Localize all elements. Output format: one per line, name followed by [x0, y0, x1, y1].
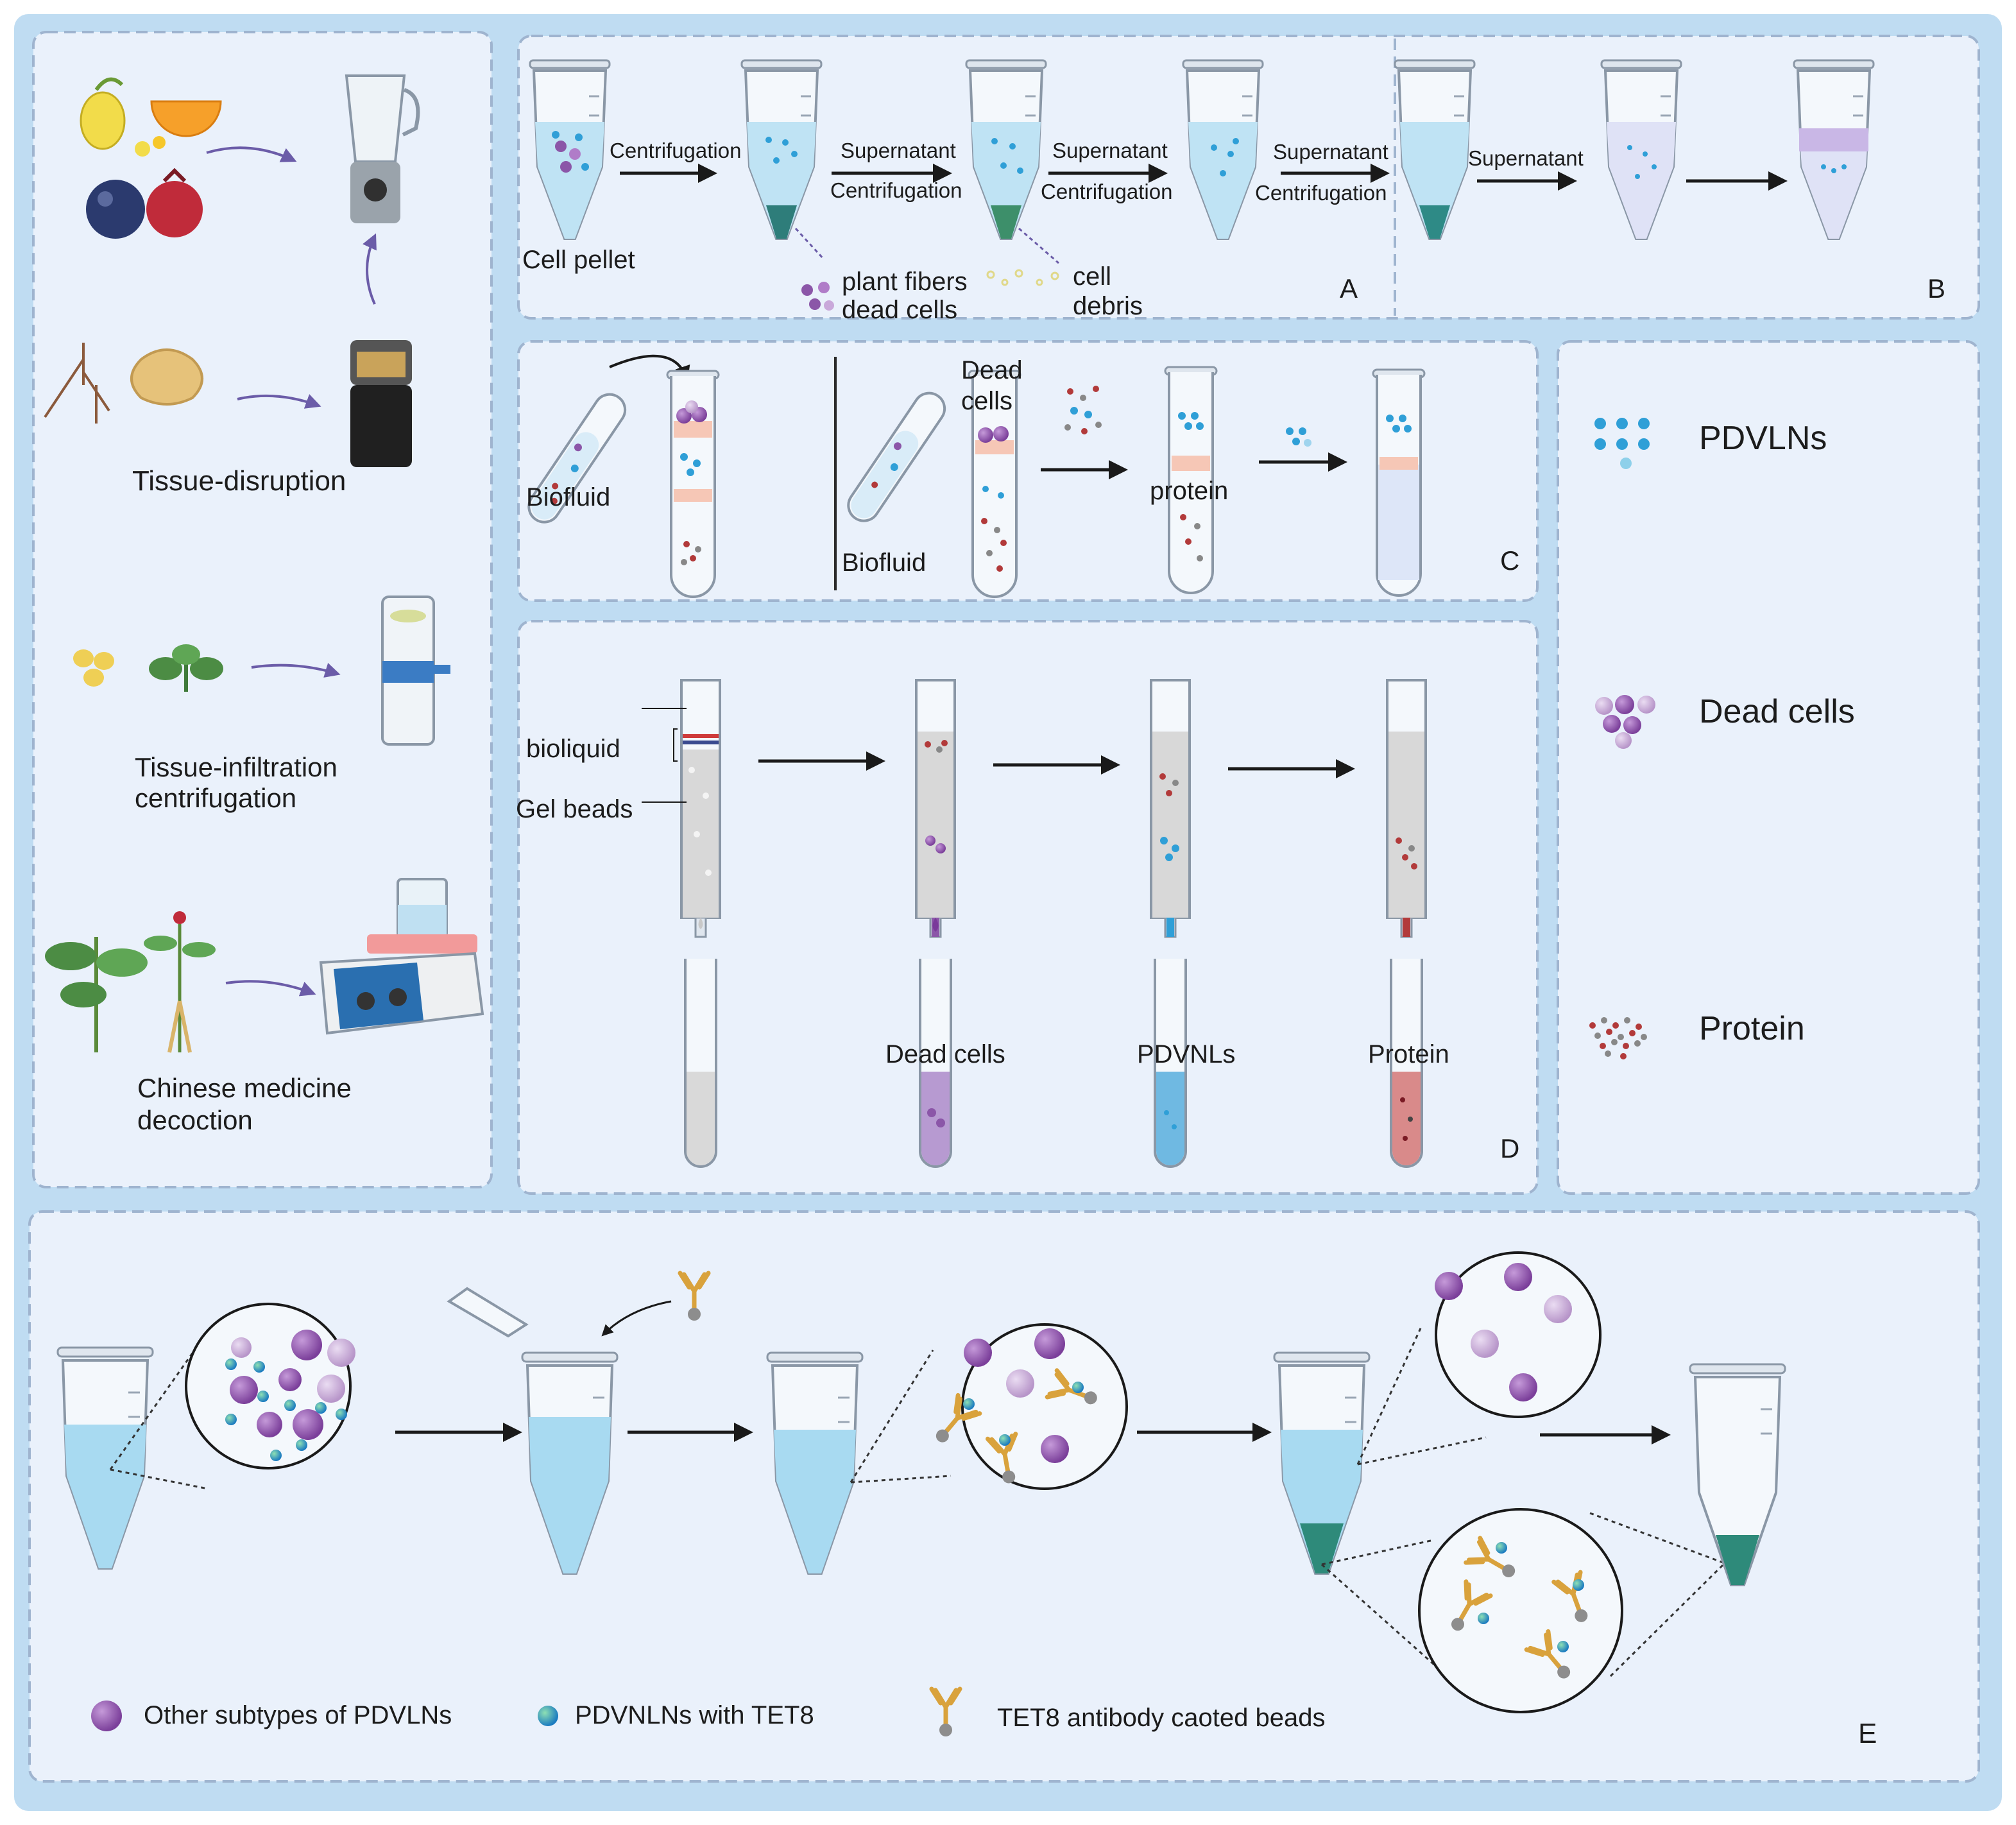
grinder-icon: [350, 340, 412, 467]
panel-e-labels: Other subtypes of PDVLNs PDVNLNs with TE…: [144, 1701, 1877, 1749]
seeds-leaves-icon: [73, 644, 223, 692]
panel-d-columns: [642, 679, 1427, 938]
panel-a-letter: A: [1340, 273, 1358, 304]
roots-ginger-icon: [44, 343, 203, 424]
label-biofluid-right: Biofluid: [842, 549, 926, 577]
hotplate-stirrer-icon: [319, 878, 484, 1035]
panel-a-tubes: [529, 59, 1875, 240]
pdvlns-legend-icon: [1594, 418, 1650, 469]
label-step2-centrifugation: Centrifugation: [830, 178, 962, 202]
label-plant-fibers: plant fibers: [842, 268, 968, 296]
legend-other-subtypes-marker: [91, 1701, 122, 1731]
label-protein-c: protein: [1150, 477, 1228, 505]
label-step2-supernatant: Supernatant: [841, 139, 956, 162]
panel-c-labels: Biofluid Biofluid Dead cells protein C: [526, 356, 1519, 577]
panel-d-letter: D: [1500, 1133, 1519, 1163]
label-debris: debris: [1073, 292, 1143, 320]
blender-icon: [345, 74, 420, 223]
label-dead-cells: dead cells: [842, 296, 957, 324]
label-step3-supernatant: Supernatant: [1052, 139, 1168, 162]
panel-a-arrows: [620, 164, 1788, 264]
panel-b-letter: B: [1927, 273, 1945, 304]
herb-plants-icon: [45, 911, 216, 1053]
label-tissue-infiltration-1: Tissue-infiltration: [135, 752, 337, 782]
label-tissue-disruption: Tissue-disruption: [132, 465, 346, 497]
label-cell-pellet: Cell pellet: [522, 246, 635, 274]
legend-dead-cells: Dead cells: [1699, 693, 1855, 730]
panel-c-tubes: [527, 354, 1426, 598]
legend-protein: Protein: [1699, 1010, 1805, 1047]
label-cell: cell: [1073, 262, 1111, 291]
label-chinese-medicine-1: Chinese medicine: [137, 1073, 352, 1103]
citrus-berries-pomegranate-icon: [80, 77, 222, 239]
legend-tet8: PDVNLNs with TET8: [575, 1701, 814, 1729]
protein-legend-icon: [1589, 1017, 1647, 1059]
label-protein-d: Protein: [1368, 1040, 1449, 1068]
label-step4-centrifugation: Centrifugation: [1255, 181, 1387, 205]
panel-c-letter: C: [1500, 545, 1519, 576]
label-dead: Dead: [961, 356, 1023, 384]
label-gel-beads: Gel beads: [516, 795, 633, 823]
panel-d-reagent-tubes: [684, 957, 1423, 1168]
legend-pdvlns: PDVLNs: [1699, 420, 1827, 457]
legend-antibody: TET8 antibody caoted beads: [997, 1704, 1325, 1732]
legend-tet8-marker: [538, 1706, 558, 1726]
label-bioliquid: bioliquid: [526, 735, 620, 763]
panel-e-art: [56, 1251, 1786, 1736]
label-pdvnls-d: PDVNLs: [1137, 1040, 1235, 1068]
label-chinese-medicine-2: decoction: [137, 1105, 253, 1135]
label-cells: cells: [961, 387, 1012, 415]
dead-cells-legend-icon: [1595, 695, 1655, 749]
panels: [28, 31, 1980, 1783]
filter-column-icon: [381, 595, 450, 746]
label-tissue-infiltration-2: centrifugation: [135, 783, 296, 813]
legend-other-subtypes: Other subtypes of PDVLNs: [144, 1701, 452, 1729]
label-step1-centrifugation: Centrifugation: [610, 139, 741, 162]
legend-right: PDVLNs Dead cells Protein: [1589, 418, 1855, 1059]
panel-a-legend-markers: [801, 269, 1059, 311]
label-step3-centrifugation: Centrifugation: [1041, 180, 1172, 203]
label-biofluid-left: Biofluid: [526, 483, 610, 511]
panel-a-labels: Cell pellet Centrifugation Supernatant C…: [522, 139, 1945, 324]
panel-e-letter: E: [1858, 1718, 1877, 1749]
label-dead-cells-d: Dead cells: [885, 1040, 1005, 1068]
label-panel-b-supernatant: Supernatant: [1468, 146, 1584, 170]
panel-d-labels: bioliquid Gel beads Dead cells PDVNLs Pr…: [516, 735, 1519, 1163]
label-step4-supernatant: Supernatant: [1273, 140, 1388, 164]
